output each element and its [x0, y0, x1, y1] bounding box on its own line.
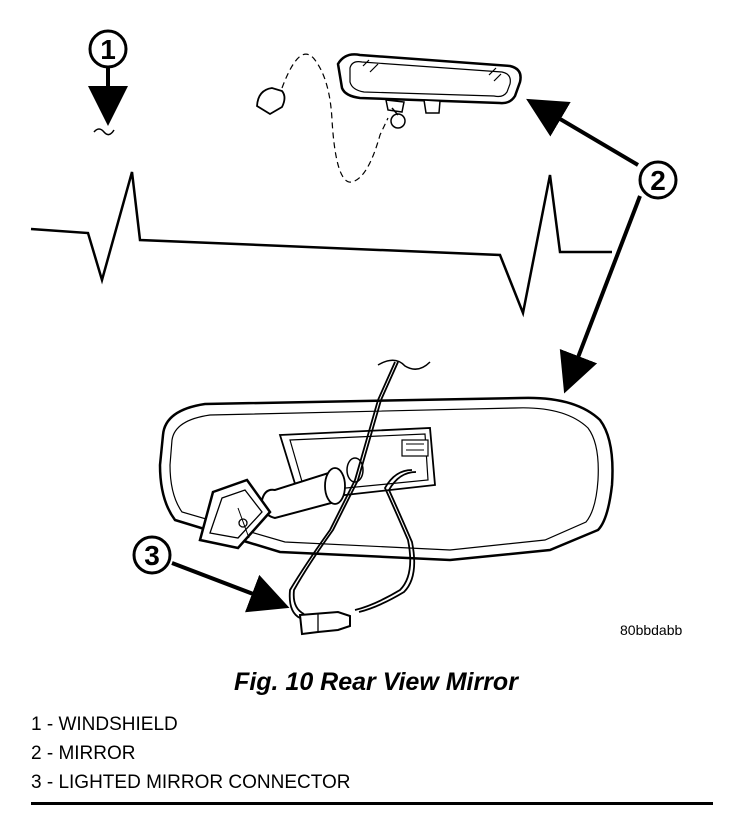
- legend-item-windshield: 1 - WINDSHIELD: [31, 714, 178, 735]
- legend-list: 1 - WINDSHIELD 2 - MIRROR 3 - LIGHTED MI…: [31, 710, 351, 797]
- windshield-mark: [93, 128, 115, 136]
- callout-1: 1: [88, 29, 128, 69]
- legend-item-connector: 3 - LIGHTED MIRROR CONNECTOR: [31, 772, 351, 793]
- figure-code: 80bbdabb: [620, 622, 683, 638]
- callout-3: 3: [132, 535, 172, 575]
- callout-2: 2: [638, 160, 678, 200]
- legend-item-mirror: 2 - MIRROR: [31, 743, 136, 764]
- figure-caption: Fig. 10 Rear View Mirror: [234, 668, 518, 696]
- windshield-outline: [30, 171, 612, 318]
- mirror-large: [158, 396, 614, 562]
- callout-leaders: [88, 68, 642, 613]
- connector-plug: [298, 610, 351, 636]
- rear-view-mirror-diagram: 1 2 3: [30, 29, 678, 636]
- callout-2-number: 2: [650, 165, 666, 196]
- callout-1-number: 1: [100, 34, 116, 65]
- callout-3-number: 3: [144, 540, 160, 571]
- mirror-inset: [256, 53, 522, 183]
- connector-wiring: [288, 359, 431, 619]
- bottom-divider: [31, 802, 713, 805]
